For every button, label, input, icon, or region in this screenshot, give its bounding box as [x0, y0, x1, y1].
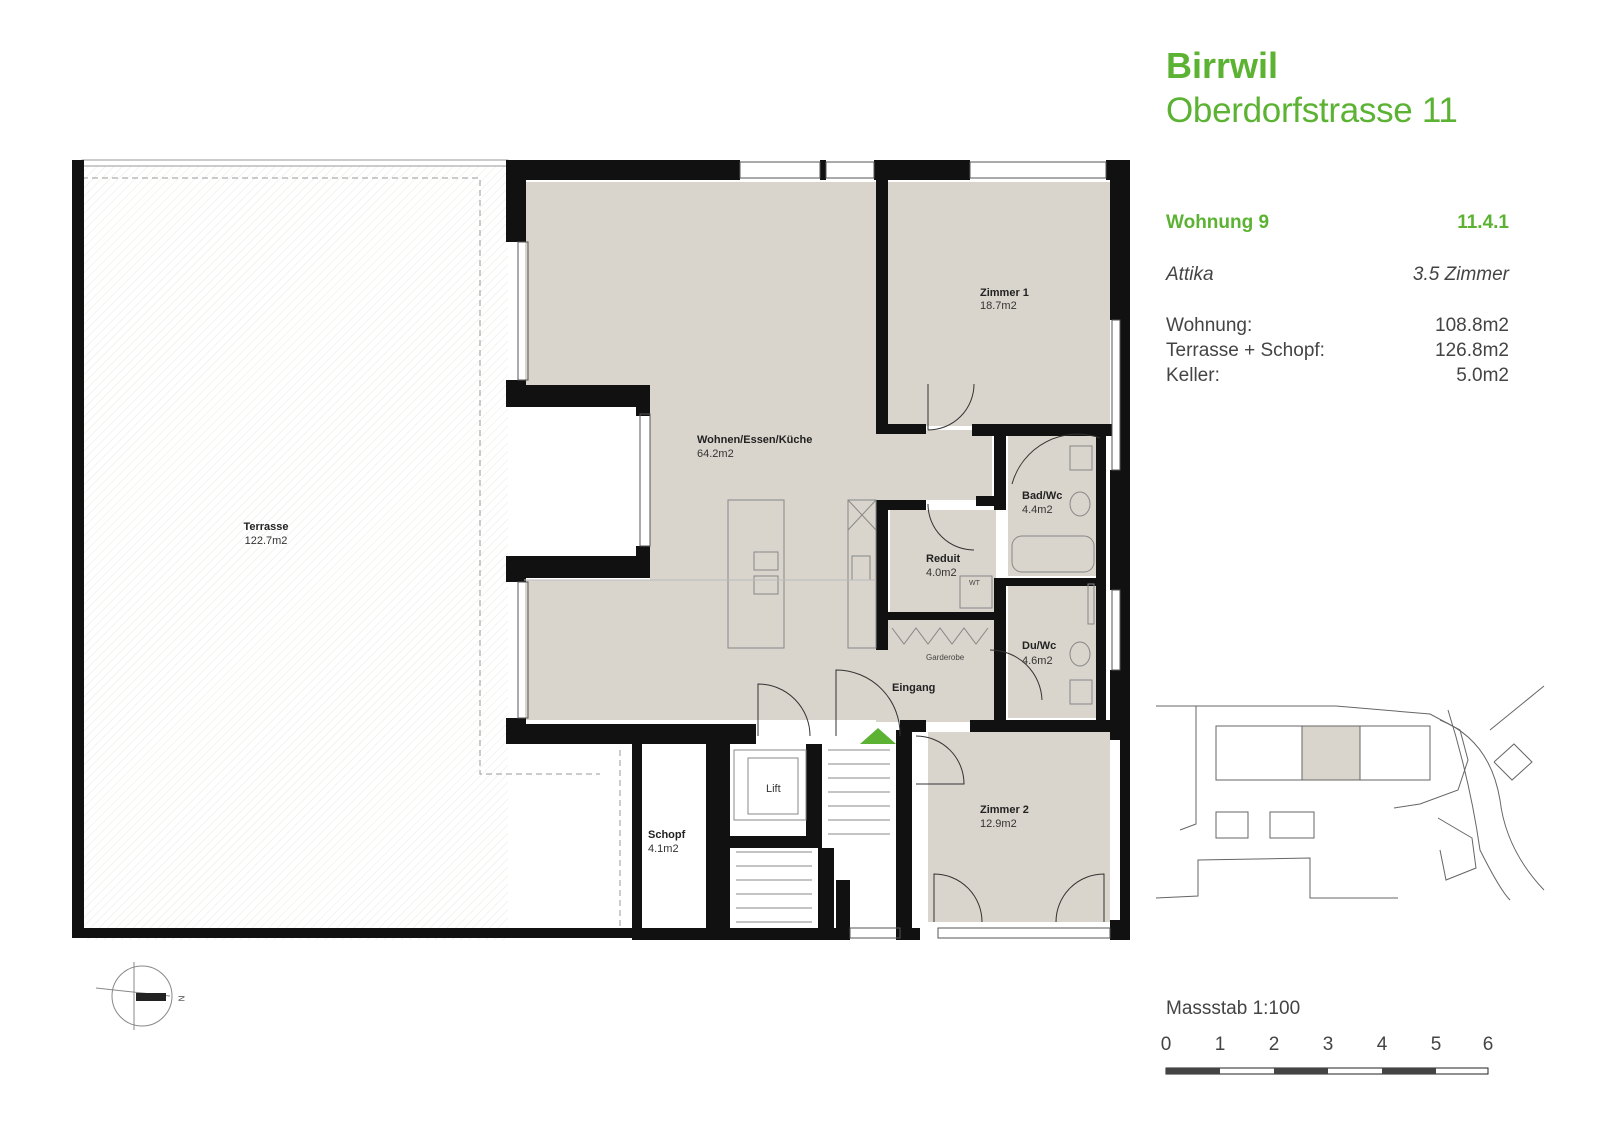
room1-fill	[886, 182, 1110, 426]
scale-tick-label: 0	[1160, 1034, 1172, 1055]
kitchen-fittings	[524, 445, 1095, 923]
living-room-fill	[525, 182, 992, 720]
scale-tick-label: 6	[1482, 1034, 1494, 1055]
scale-tick-label: 3	[1322, 1034, 1334, 1055]
shower-fill	[1008, 582, 1096, 718]
area-label: Keller:	[1166, 365, 1220, 386]
terrace-area	[81, 159, 621, 940]
apartment-code: 11.4.1	[1457, 212, 1509, 233]
project-address: Oberdorfstrasse 11	[1166, 91, 1458, 130]
wt-label: WT	[969, 580, 980, 587]
room-label-terrace: Terrasse	[243, 521, 289, 533]
scale-tick-label: 5	[1430, 1034, 1442, 1055]
area-label: Terrasse + Schopf:	[1166, 340, 1325, 361]
scale-bar	[1165, 1067, 1489, 1075]
area-value: 108.8m2	[1435, 315, 1509, 336]
room-label-bath: Bad/Wc	[1022, 490, 1063, 502]
room-area-reduit: 4.0m2	[926, 567, 957, 579]
type-row: Attika 3.5 Zimmer	[1166, 264, 1509, 286]
room-label-lift: Lift	[766, 783, 781, 795]
apartment-name: Wohnung 9	[1166, 212, 1270, 233]
room-fills	[525, 182, 1110, 922]
room-area-shower: 4.6m2	[1022, 655, 1053, 667]
room-count: 3.5 Zimmer	[1412, 264, 1509, 285]
north-arrow-icon	[95, 962, 173, 1030]
scale-tick-label: 1	[1214, 1034, 1226, 1055]
area-label: Wohnung:	[1166, 315, 1253, 336]
north-label: N	[176, 995, 186, 1002]
room-label-shower: Du/Wc	[1022, 640, 1057, 652]
room-area-zimmer2: 12.9m2	[980, 818, 1017, 830]
room-label-zimmer2: Zimmer 2	[980, 804, 1029, 816]
room-label-zimmer1: Zimmer 1	[980, 287, 1029, 299]
door-swings	[757, 383, 1105, 923]
title-block: Birrwil Oberdorfstrasse 11	[1166, 44, 1458, 134]
entrance-arrow-icon	[860, 728, 896, 744]
area-value: 126.8m2	[1435, 340, 1509, 361]
site-plan-map	[1155, 685, 1545, 901]
area-summary: Wohnung: 108.8m2 Terrasse + Schopf: 126.…	[1166, 313, 1509, 388]
room-area-terrace: 122.7m2	[244, 535, 288, 547]
room-label-living: Wohnen/Essen/Küche	[697, 434, 813, 446]
area-row: Terrasse + Schopf: 126.8m2	[1166, 338, 1509, 363]
room2-fill	[928, 732, 1110, 922]
area-value: 5.0m2	[1456, 365, 1509, 386]
apartment-row: Wohnung 9 11.4.1	[1166, 212, 1509, 234]
area-row: Keller: 5.0m2	[1166, 363, 1509, 388]
scale-tick-label: 4	[1376, 1034, 1388, 1055]
room-label-schopf: Schopf	[648, 829, 686, 841]
room-area-bath: 4.4m2	[1022, 504, 1053, 516]
entrance-area-fill	[876, 640, 1006, 722]
room-area-living: 64.2m2	[697, 448, 734, 460]
project-name: Birrwil	[1166, 45, 1279, 86]
room-area-zimmer1: 18.7m2	[980, 300, 1017, 312]
scale-tick-label: 2	[1268, 1034, 1280, 1055]
area-row: Wohnung: 108.8m2	[1166, 313, 1509, 338]
garderobe-label: Garderobe	[926, 653, 965, 662]
garderobe-fill	[884, 620, 996, 650]
walls	[72, 160, 1130, 940]
reduit-fill	[890, 510, 996, 614]
bath-fill	[1008, 436, 1096, 576]
room-label-entrance: Eingang	[892, 682, 936, 694]
room-label-reduit: Reduit	[926, 553, 961, 565]
room-area-schopf: 4.1m2	[648, 843, 679, 855]
scale-label: Massstab 1:100	[1166, 998, 1301, 1019]
windows	[517, 161, 1121, 939]
floor-type: Attika	[1166, 264, 1214, 285]
